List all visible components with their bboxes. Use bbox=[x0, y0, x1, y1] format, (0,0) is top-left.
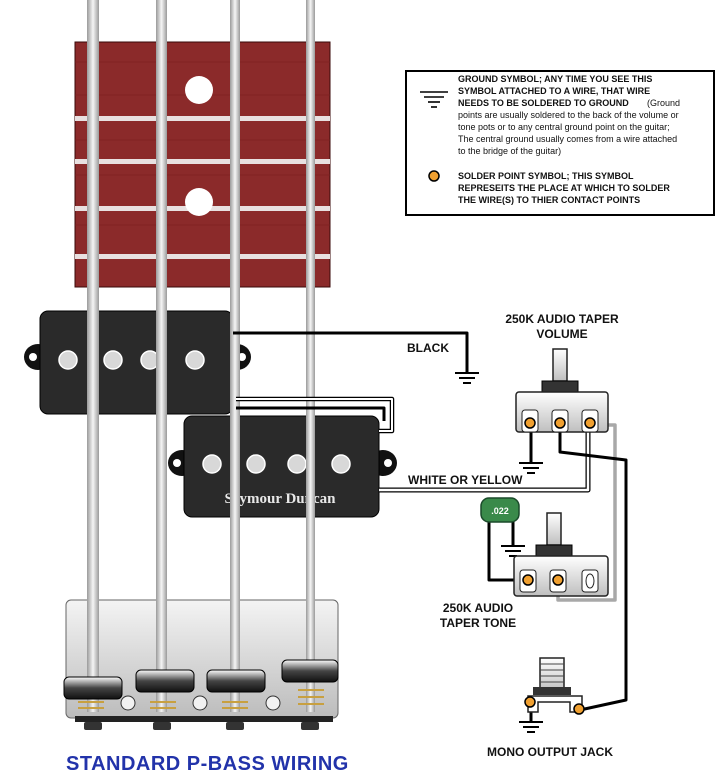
pole-piece bbox=[103, 350, 123, 370]
pot-shaft bbox=[552, 348, 568, 382]
solder-point-icon bbox=[524, 417, 536, 429]
bridge-saddle bbox=[281, 659, 339, 683]
pole-piece bbox=[185, 350, 205, 370]
solder-point-icon bbox=[552, 574, 564, 586]
legend-ground-note-3: tone pots or to any central ground point… bbox=[458, 122, 670, 132]
mount-screw bbox=[29, 353, 37, 361]
bridge-saddle bbox=[206, 669, 266, 693]
capacitor-value: .022 bbox=[491, 506, 509, 516]
tone-label-line-2: TAPER TONE bbox=[440, 616, 516, 630]
pot-lug-hole bbox=[585, 573, 595, 589]
ground-icon bbox=[519, 721, 543, 733]
capacitor: .022 bbox=[480, 497, 520, 523]
legend-ground-note-4: The central ground usually comes from a … bbox=[458, 134, 677, 144]
capacitor-body bbox=[480, 497, 520, 523]
tone-label-line-1: 250K AUDIO bbox=[443, 601, 513, 615]
saddle-screw bbox=[192, 695, 208, 711]
bridge bbox=[65, 599, 339, 722]
pot-shaft bbox=[546, 512, 562, 546]
legend-box: GROUND SYMBOL; ANY TIME YOU SEE THIS SYM… bbox=[405, 70, 715, 216]
pickup-lower: Seymour Duncan bbox=[168, 415, 397, 518]
pole-piece bbox=[58, 350, 78, 370]
pickup-brand-label: Seymour Duncan bbox=[225, 491, 337, 507]
bridge-base bbox=[75, 716, 333, 722]
jack-barrel bbox=[539, 657, 565, 693]
mount-screw bbox=[384, 459, 392, 467]
pot-nut bbox=[541, 380, 579, 393]
black-wire bbox=[233, 331, 469, 372]
ground-icon bbox=[519, 462, 543, 474]
string-d bbox=[230, 0, 240, 712]
legend-ground-note-1: (Ground bbox=[647, 98, 680, 108]
solder-point-icon bbox=[584, 417, 596, 429]
saddle-screw bbox=[265, 695, 281, 711]
tone-pot bbox=[513, 512, 609, 597]
diagram-title: STANDARD P-BASS WIRING bbox=[66, 753, 349, 775]
legend-ground-line-1: GROUND SYMBOL; ANY TIME YOU SEE THIS bbox=[458, 74, 652, 84]
jack-label: MONO OUTPUT JACK bbox=[487, 745, 613, 759]
mount-screw bbox=[173, 459, 181, 467]
bridge-feet bbox=[84, 722, 319, 730]
saddle-screw bbox=[120, 695, 136, 711]
legend-ground-line-3: NEEDS TO BE SOLDERED TO GROUND bbox=[458, 98, 629, 108]
ground-icon bbox=[501, 545, 525, 557]
jack-frame bbox=[527, 695, 583, 713]
jack-nut bbox=[533, 687, 571, 695]
legend-solder-line-2: REPRESEITS THE PLACE AT WHICH TO SOLDER bbox=[458, 183, 670, 193]
ground-icon bbox=[455, 372, 479, 384]
fret-2 bbox=[75, 159, 330, 164]
solder-point-icon bbox=[428, 170, 440, 182]
solder-point-icon bbox=[522, 574, 534, 586]
output-wire bbox=[558, 424, 628, 712]
legend-frame bbox=[405, 70, 715, 216]
volume-pot bbox=[515, 348, 609, 433]
ground-icon bbox=[420, 91, 448, 108]
legend-ground-note-2: points are usually soldered to the back … bbox=[458, 110, 679, 120]
volume-label-line-2: VOLUME bbox=[536, 327, 587, 341]
pole-piece bbox=[202, 454, 222, 474]
pot-nut bbox=[535, 544, 573, 557]
pole-piece bbox=[246, 454, 266, 474]
output-jack bbox=[524, 657, 585, 715]
white-or-yellow-wire-inner bbox=[379, 424, 590, 492]
string-e bbox=[87, 0, 99, 712]
pole-piece bbox=[287, 454, 307, 474]
legend-ground-note-5: to the bridge of the guitar) bbox=[458, 146, 561, 156]
string-a bbox=[156, 0, 167, 712]
solder-point-icon bbox=[554, 417, 566, 429]
capacitor-lead bbox=[487, 520, 524, 582]
bridge-saddles bbox=[63, 659, 339, 730]
string-g bbox=[306, 0, 315, 712]
pickup-upper bbox=[24, 310, 251, 415]
solder-point-icon bbox=[524, 696, 536, 708]
pickup-link-wire-b bbox=[236, 406, 386, 421]
white-wire-label: WHITE OR YELLOW bbox=[408, 473, 523, 487]
legend-solder-line-3: THE WIRE(S) TO THIER CONTACT POINTS bbox=[458, 195, 640, 205]
solder-point-icon bbox=[573, 703, 585, 715]
saddle-springs bbox=[78, 689, 324, 709]
bridge-saddle bbox=[135, 669, 195, 693]
wires bbox=[233, 331, 628, 712]
fret-1 bbox=[75, 116, 330, 121]
strings bbox=[87, 0, 315, 712]
legend-solder-line-1: SOLDER POINT SYMBOL; THIS SYMBOL bbox=[458, 171, 634, 181]
pole-piece bbox=[331, 454, 351, 474]
fret-marker-dot bbox=[185, 188, 213, 216]
fret-4 bbox=[75, 254, 330, 259]
bridge-saddle bbox=[63, 676, 123, 700]
pickup-link-wire-inner bbox=[236, 398, 393, 432]
volume-label-line-1: 250K AUDIO TAPER bbox=[505, 312, 619, 326]
black-wire-label: BLACK bbox=[407, 341, 449, 355]
fretboard bbox=[74, 41, 331, 288]
jack-threads bbox=[540, 663, 564, 683]
fret-marker-dot bbox=[185, 76, 213, 104]
legend-ground-line-2: SYMBOL ATTACHED TO A WIRE, THAT WIRE bbox=[458, 86, 650, 96]
